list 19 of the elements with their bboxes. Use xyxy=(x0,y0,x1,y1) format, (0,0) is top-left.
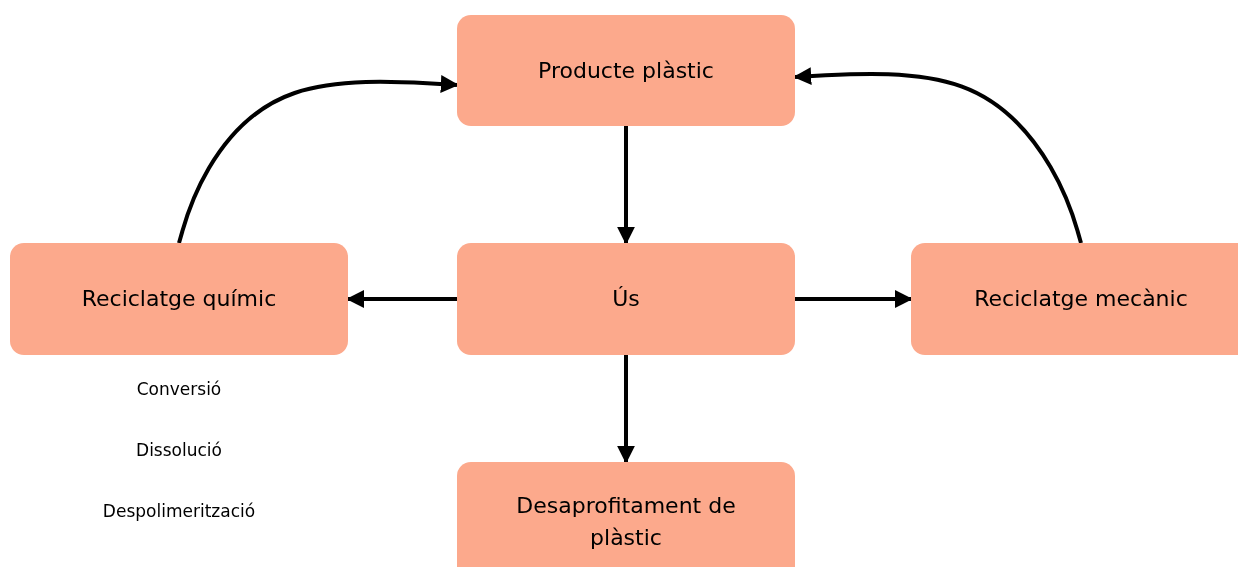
arrow xyxy=(346,290,457,308)
method-label: Conversió xyxy=(136,379,222,399)
arrow xyxy=(177,75,459,244)
box-label: Reciclatge mecànic xyxy=(974,285,1188,314)
box-label: Desaprofitament de plàstic xyxy=(515,492,737,552)
process-box xyxy=(10,243,348,355)
method-label: Despolimerització xyxy=(102,501,256,521)
arrow xyxy=(793,67,1083,244)
method-label: Dissolució xyxy=(136,440,222,460)
process-box xyxy=(457,15,795,126)
process-box xyxy=(457,462,795,567)
box-label: Ús xyxy=(612,285,640,314)
box-label: Producte plàstic xyxy=(538,56,714,85)
process-box xyxy=(457,243,795,355)
box-label: Reciclatge químic xyxy=(81,285,277,314)
arrow xyxy=(617,355,635,464)
arrow xyxy=(795,290,913,308)
arrow xyxy=(617,126,635,245)
process-box xyxy=(911,243,1238,355)
